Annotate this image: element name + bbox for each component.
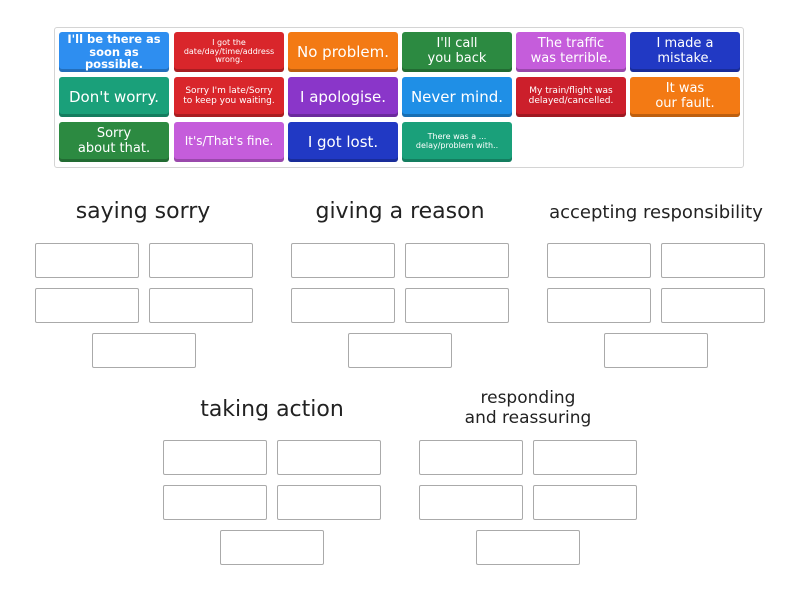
- drop-slot[interactable]: [405, 243, 509, 278]
- drop-slot[interactable]: [291, 288, 395, 323]
- drop-slot[interactable]: [149, 243, 253, 278]
- tile[interactable]: The traffic was terrible.: [516, 32, 626, 72]
- drop-slot[interactable]: [476, 530, 580, 565]
- drop-slot[interactable]: [92, 333, 196, 368]
- tile[interactable]: It's/That's fine.: [174, 122, 284, 162]
- drop-slot[interactable]: [419, 485, 523, 520]
- tile[interactable]: I apologise.: [288, 77, 398, 117]
- group-title-taking-action: taking action: [200, 397, 344, 422]
- drop-slot[interactable]: [547, 288, 651, 323]
- drop-slot[interactable]: [661, 288, 765, 323]
- drop-slot[interactable]: [277, 485, 381, 520]
- drop-slot[interactable]: [533, 485, 637, 520]
- tile[interactable]: I'll call you back: [402, 32, 512, 72]
- group-title-responding-and-reassuring: responding and reassuring: [464, 388, 592, 428]
- drop-slot[interactable]: [35, 288, 139, 323]
- group-title-giving-a-reason: giving a reason: [315, 199, 485, 224]
- drop-slot[interactable]: [604, 333, 708, 368]
- drop-slot[interactable]: [220, 530, 324, 565]
- drop-slot[interactable]: [661, 243, 765, 278]
- drop-slot[interactable]: [533, 440, 637, 475]
- tile[interactable]: I made a mistake.: [630, 32, 740, 72]
- tile[interactable]: It was our fault.: [630, 77, 740, 117]
- tile[interactable]: There was a ... delay/problem with..: [402, 122, 512, 162]
- drop-slot[interactable]: [348, 333, 452, 368]
- tile[interactable]: I got the date/day/time/address wrong.: [174, 32, 284, 72]
- drop-slot[interactable]: [35, 243, 139, 278]
- tile[interactable]: Sorry I'm late/Sorry to keep you waiting…: [174, 77, 284, 117]
- tile[interactable]: No problem.: [288, 32, 398, 72]
- tile[interactable]: Never mind.: [402, 77, 512, 117]
- group-title-saying-sorry: saying sorry: [75, 199, 211, 224]
- tile-tray: [54, 27, 744, 168]
- tile[interactable]: My train/flight was delayed/cancelled.: [516, 77, 626, 117]
- drop-slot[interactable]: [291, 243, 395, 278]
- tile[interactable]: Don't worry.: [59, 77, 169, 117]
- drop-slot[interactable]: [547, 243, 651, 278]
- tile[interactable]: Sorry about that.: [59, 122, 169, 162]
- group-title-accepting-responsibility: accepting responsibility: [549, 202, 763, 223]
- drop-slot[interactable]: [163, 485, 267, 520]
- tile[interactable]: I got lost.: [288, 122, 398, 162]
- drop-slot[interactable]: [149, 288, 253, 323]
- drop-slot[interactable]: [405, 288, 509, 323]
- drop-slot[interactable]: [277, 440, 381, 475]
- drop-slot[interactable]: [419, 440, 523, 475]
- drop-slot[interactable]: [163, 440, 267, 475]
- tile[interactable]: I'll be there as soon as possible.: [59, 32, 169, 72]
